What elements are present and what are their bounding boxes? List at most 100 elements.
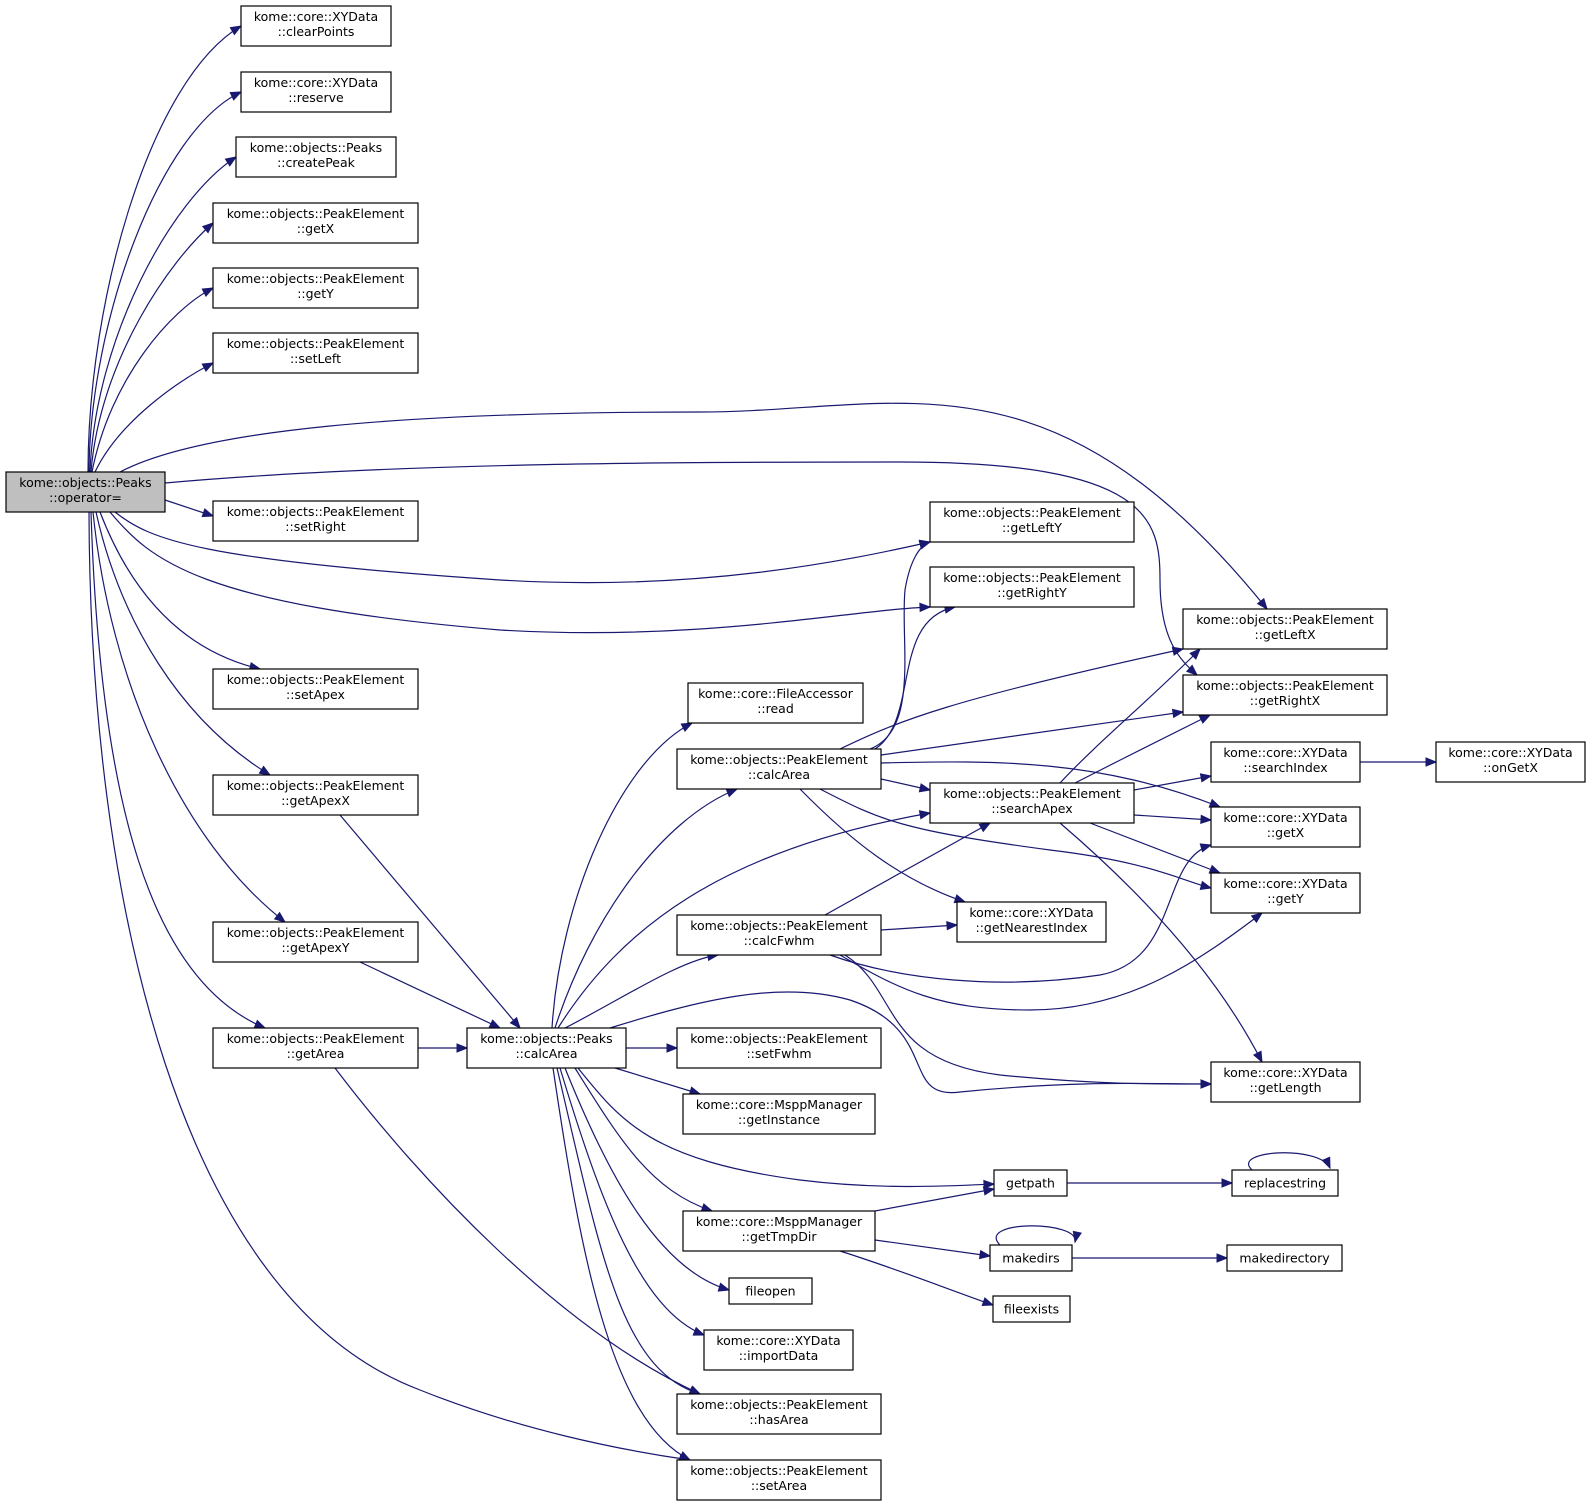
node-faread[interactable]: kome::core::FileAccessor::read: [687, 682, 864, 724]
node-fileopen[interactable]: fileopen: [728, 1277, 813, 1305]
node-getlefty[interactable]: kome::objects::PeakElement::getLeftY: [929, 501, 1135, 543]
arrowhead-icon: [1199, 880, 1213, 890]
node-pecalcarea[interactable]: kome::objects::PeakElement::calcArea: [676, 748, 882, 790]
node-getleftx[interactable]: kome::objects::PeakElement::getLeftX: [1182, 608, 1388, 650]
node-createpeak[interactable]: kome::objects::Peaks::createPeak: [235, 136, 397, 178]
node-importdata[interactable]: kome::core::XYData::importData: [703, 1329, 854, 1371]
node-getpath[interactable]: getpath: [993, 1169, 1068, 1197]
node-box: [929, 501, 1135, 543]
node-scope-label: kome::core::XYData: [1223, 745, 1347, 760]
node-scope-label: kome::objects::PeakElement: [227, 206, 405, 221]
node-getlength[interactable]: kome::core::XYData::getLength: [1210, 1061, 1361, 1103]
edge-calcfwhm-to-xygetx: [829, 843, 1213, 983]
node-function-label: ::getY: [297, 286, 334, 301]
node-getrighty[interactable]: kome::objects::PeakElement::getRightY: [929, 566, 1135, 608]
edge-op-to-pegety: [91, 287, 215, 473]
edge-op-to-getapexy: [92, 511, 287, 923]
edge-getapexx-to-peakscalcarea: [339, 814, 521, 1030]
edge-peakscalcarea-to-setarea: [552, 1067, 692, 1461]
node-xygety[interactable]: kome::core::XYData::getY: [1210, 872, 1361, 914]
node-function-label: ::setApex: [286, 687, 345, 702]
node-scope-label: kome::objects::PeakElement: [227, 1031, 405, 1046]
root-node[interactable]: kome::objects::Peaks::operator=: [5, 471, 166, 513]
node-pegetx[interactable]: kome::objects::PeakElement::getX: [212, 202, 419, 244]
node-makedirectory[interactable]: makedirectory: [1226, 1244, 1343, 1272]
node-scope-label: kome::objects::PeakElement: [943, 786, 1121, 801]
node-searchapex[interactable]: kome::objects::PeakElement::searchApex: [929, 782, 1135, 824]
node-makedirs[interactable]: makedirs: [989, 1244, 1073, 1272]
node-replacestring[interactable]: replacestring: [1231, 1169, 1339, 1197]
node-peakscalcarea[interactable]: kome::objects::Peaks::calcArea: [466, 1027, 627, 1069]
edge-line: [109, 511, 931, 634]
node-setarea[interactable]: kome::objects::PeakElement::setArea: [676, 1459, 882, 1501]
node-scope-label: kome::objects::PeakElement: [227, 925, 405, 940]
node-hasarea[interactable]: kome::objects::PeakElement::hasArea: [676, 1393, 882, 1435]
edge-searchapex-to-searchindex: [1133, 773, 1213, 791]
edge-replacestring-to-replacestring: [1248, 1152, 1331, 1171]
node-reserve[interactable]: kome::core::XYData::reserve: [240, 71, 392, 113]
node-box: [212, 332, 419, 374]
node-clearpoints[interactable]: kome::core::XYData::clearPoints: [240, 5, 392, 47]
node-getrightx[interactable]: kome::objects::PeakElement::getRightX: [1182, 674, 1388, 716]
node-scope-label: kome::objects::PeakElement: [1196, 678, 1374, 693]
node-ongetx[interactable]: kome::core::XYData::onGetX: [1435, 741, 1586, 783]
edge-searchapex-to-getleftx: [1059, 648, 1201, 784]
edge-line: [874, 1239, 991, 1257]
node-scope-label: kome::core::XYData: [254, 9, 378, 24]
node-getinstance[interactable]: kome::core::MsppManager::getInstance: [682, 1093, 876, 1135]
edge-peakscalcarea-to-searchapex: [557, 810, 932, 1029]
node-calcfwhm[interactable]: kome::objects::PeakElement::calcFwhm: [676, 914, 882, 956]
node-scope-label: kome::objects::Peaks: [250, 140, 382, 155]
node-scope-label: kome::objects::PeakElement: [690, 918, 868, 933]
edge-line: [89, 156, 237, 473]
node-function-label: ::searchIndex: [1243, 760, 1327, 775]
node-box: [676, 1459, 882, 1501]
edge-op-to-getrightx: [164, 461, 1199, 676]
arrowhead-icon: [1256, 597, 1268, 611]
node-setleft[interactable]: kome::objects::PeakElement::setLeft: [212, 332, 419, 374]
edge-line: [1059, 822, 1263, 1063]
node-function-label: ::getInstance: [738, 1112, 820, 1127]
node-pegety[interactable]: kome::objects::PeakElement::getY: [212, 267, 419, 309]
node-function-label: ::setArea: [751, 1478, 807, 1493]
edge-searchapex-to-getrightx: [1074, 714, 1212, 784]
arrowhead-icon: [488, 1019, 502, 1029]
node-box: [1226, 1244, 1343, 1272]
arrowhead-icon: [692, 1326, 706, 1336]
edge-line: [95, 511, 271, 776]
edge-line: [557, 812, 931, 1029]
node-setright[interactable]: kome::objects::PeakElement::setRight: [212, 500, 419, 542]
arrowhead-icon: [1171, 646, 1185, 656]
node-gettmpdir[interactable]: kome::core::MsppManager::getTmpDir: [682, 1210, 876, 1252]
node-function-label: ::createPeak: [277, 155, 356, 170]
node-getapexy[interactable]: kome::objects::PeakElement::getApexY: [212, 921, 419, 963]
node-scope-label: kome::objects::Peaks: [19, 475, 151, 490]
node-function-label: ::setFwhm: [746, 1046, 811, 1061]
edge-line: [1059, 648, 1201, 784]
node-function-label: ::calcArea: [515, 1046, 577, 1061]
edge-op-to-setarea: [88, 511, 692, 1464]
node-scope-label: kome::core::XYData: [1223, 810, 1347, 825]
edge-peakscalcarea-to-getpath: [577, 1067, 996, 1190]
node-getarea[interactable]: kome::objects::PeakElement::getArea: [212, 1027, 419, 1069]
arrowhead-icon: [229, 91, 243, 101]
node-getnearestindex[interactable]: kome::core::XYData::getNearestIndex: [956, 901, 1107, 943]
node-scope-label: kome::objects::PeakElement: [227, 336, 405, 351]
node-fileexists[interactable]: fileexists: [992, 1295, 1071, 1323]
nodes-layer: kome::objects::Peaks::operator=kome::cor…: [5, 5, 1586, 1501]
arrowhead-icon: [1208, 798, 1222, 808]
node-xygetx[interactable]: kome::core::XYData::getX: [1210, 806, 1361, 848]
node-scope-label: kome::core::XYData: [969, 905, 1093, 920]
node-box: [687, 682, 864, 724]
node-function-label: fileopen: [745, 1284, 795, 1299]
edge-line: [824, 822, 991, 916]
edge-line: [574, 1067, 713, 1212]
node-setfwhm[interactable]: kome::objects::PeakElement::setFwhm: [676, 1027, 882, 1069]
arrowhead-icon: [1425, 757, 1438, 767]
node-getapexx[interactable]: kome::objects::PeakElement::getApexX: [212, 774, 419, 816]
edge-line: [90, 222, 214, 473]
node-searchindex[interactable]: kome::core::XYData::searchIndex: [1210, 741, 1361, 783]
node-setapex[interactable]: kome::objects::PeakElement::setApex: [212, 668, 419, 710]
node-function-label: fileexists: [1004, 1302, 1059, 1317]
